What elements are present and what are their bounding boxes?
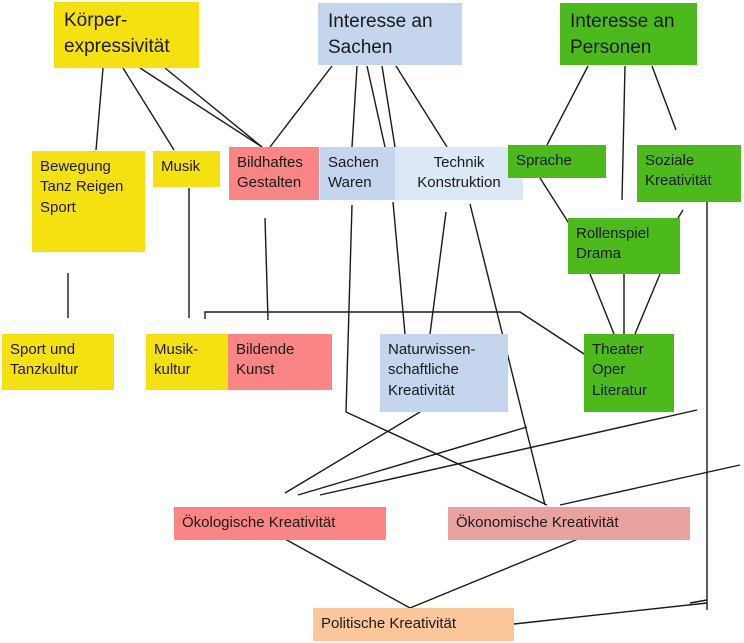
node-theater-oper-literatur: Theater Oper Literatur: [584, 334, 674, 412]
node-musikkultur: Musik- kultur: [146, 334, 228, 390]
node-musik: Musik: [153, 151, 220, 187]
node-interesse-an-personen: Interesse an Personen: [560, 3, 697, 65]
node-interesse-an-sachen: Interesse an Sachen: [318, 3, 462, 65]
node-bildhaftes-gestalten: Bildhaftes Gestalten: [229, 147, 319, 200]
node-technik-konstruktion: Technik Konstruktion: [395, 147, 523, 200]
node-koerperexpressivitaet: Körper- expressivität: [54, 2, 199, 68]
node-oekologische-kreativitaet: Ökologische Kreativität: [174, 507, 386, 540]
node-rollenspiel-drama: Rollenspiel Drama: [568, 218, 680, 274]
node-soziale-kreativitaet: Soziale Kreativität: [637, 145, 741, 202]
node-oekonomische-kreativitaet: Ökonomische Kreativität: [448, 507, 690, 540]
node-politische-kreativitaet: Politische Kreativität: [313, 608, 514, 641]
node-sachen-waren: Sachen Waren: [320, 147, 395, 200]
node-naturwissenschaftliche-kreativitaet: Naturwissen- schaftliche Kreativität: [380, 334, 508, 412]
node-bildende-kunst: Bildende Kunst: [228, 334, 332, 390]
node-bewegung-tanz-sport: Bewegung Tanz Reigen Sport: [32, 151, 145, 252]
node-sport-und-tanzkultur: Sport und Tanzkultur: [2, 334, 114, 390]
node-sprache: Sprache: [508, 145, 606, 178]
